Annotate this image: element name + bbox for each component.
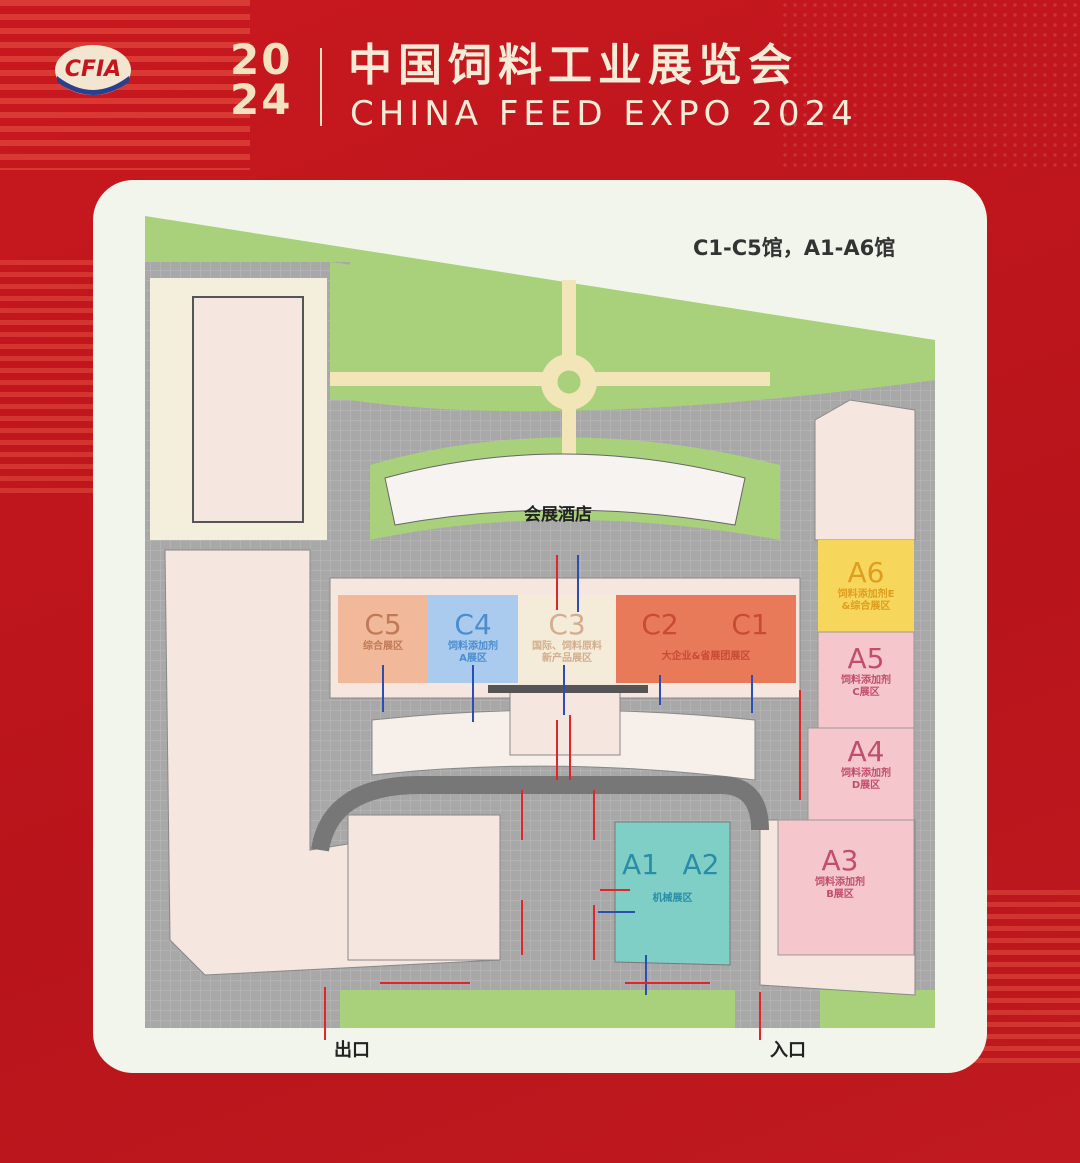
hall-A6 [818, 540, 914, 632]
hall-label-C2[interactable]: C2 [641, 608, 679, 641]
svg-text:CFIA: CFIA [65, 57, 121, 82]
decor-stripes [0, 0, 250, 170]
divider [320, 48, 322, 126]
hall-desc-C2-C1: 大企业&省展团展区 [661, 651, 751, 662]
corridor [311, 776, 769, 852]
building [347, 814, 501, 961]
title-en: CHINA FEED EXPO 2024 [350, 94, 858, 134]
decor-stripes [970, 890, 1080, 1070]
hall-A1-A2 [614, 821, 731, 966]
hall-label-A2[interactable]: A2 [682, 848, 720, 881]
decor-stripes [0, 260, 100, 500]
hall-C2-C1 [616, 595, 796, 683]
exit-label: 出口 [334, 1040, 370, 1061]
hall-A3 [777, 819, 915, 956]
entrance-label: 入口 [770, 1040, 806, 1061]
legend-text: C1-C5馆，A1-A6馆 [693, 236, 896, 260]
hall-desc-A1-A2: 机械展区 [652, 893, 693, 904]
decor-dots [780, 0, 1080, 170]
hall-label-C1[interactable]: C1 [731, 608, 769, 641]
hall-label-A1[interactable]: A1 [622, 848, 659, 881]
building [814, 399, 916, 541]
building [192, 296, 304, 523]
title-cn: 中国饲料工业展览会 [348, 40, 798, 91]
hotel-label: 会展酒店 [524, 505, 592, 525]
hotel-building [384, 453, 746, 526]
flow-arrows [324, 555, 801, 1040]
hall-C3 [518, 595, 616, 683]
cfia-logo: CFIA [55, 45, 131, 95]
